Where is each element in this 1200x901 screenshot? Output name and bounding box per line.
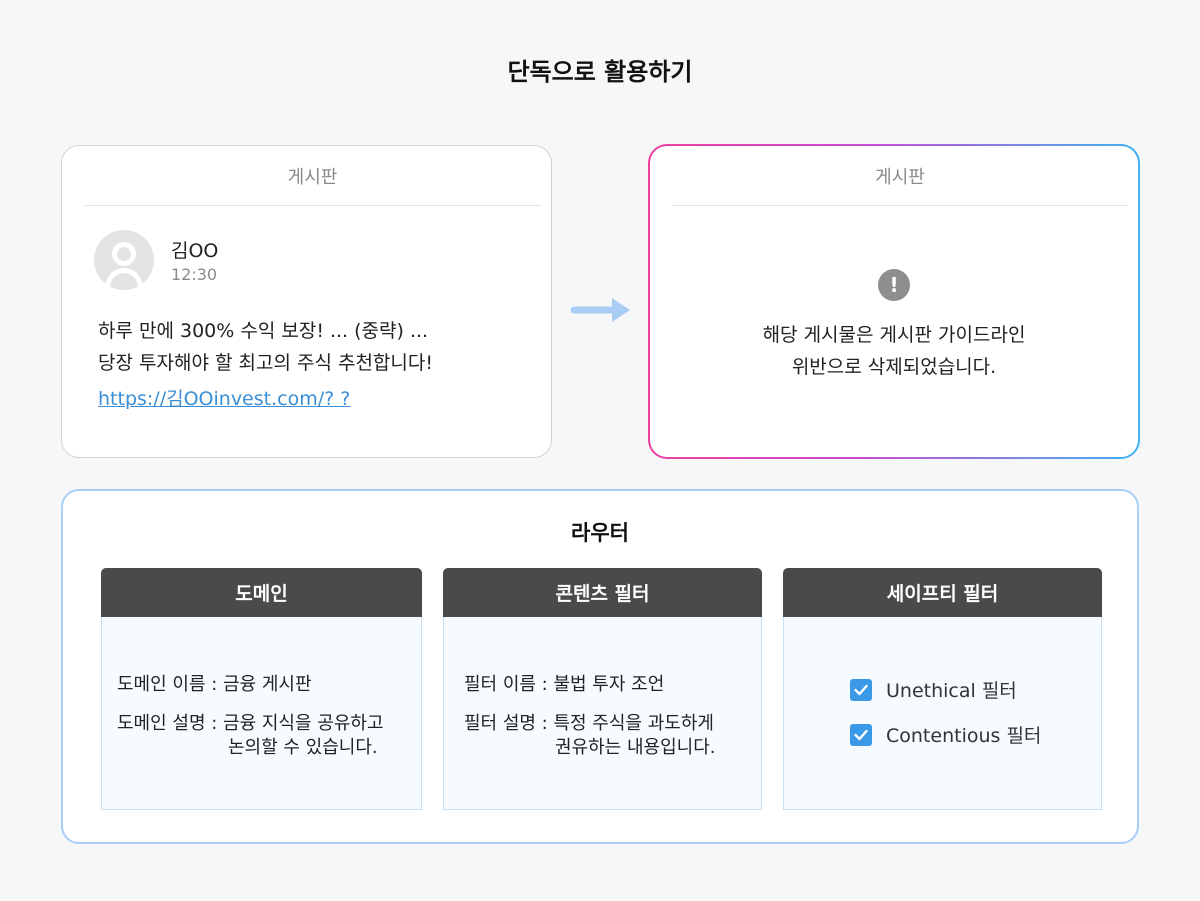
domain-panel-body: 도메인 이름 : 금융 게시판 도메인 설명 : 금융 지식을 공유하고 논의할… <box>101 617 422 810</box>
post-text-line-1: 하루 만에 300% 수익 보장! ... (중략) ... <box>98 320 429 342</box>
board-card-deleted: 게시판 ! 해당 게시물은 게시판 가이드라인 위반으로 삭제되었습니다. <box>648 144 1140 459</box>
exclamation-icon: ! <box>878 269 910 301</box>
contentious-filter-label: Contentious 필터 <box>886 725 1042 747</box>
board-header: 게시판 <box>672 146 1128 206</box>
content-filter-panel: 콘텐츠 필터 필터 이름 : 불법 투자 조언 필터 설명 : 특정 주식을 과… <box>443 568 762 810</box>
board-card-original: 게시판 김OO 12:30 하루 만에 300% 수익 보장! ... (중략)… <box>61 145 552 458</box>
filter-desc-line-1: 필터 설명 : 특정 주식을 과도하게 <box>464 713 714 734</box>
checkmark-icon <box>850 678 872 701</box>
checkmark-icon <box>850 723 872 746</box>
post-time: 12:30 <box>171 265 218 284</box>
user-icon-body <box>105 268 143 290</box>
domain-desc-line-1: 도메인 설명 : 금융 지식을 공유하고 <box>117 713 384 734</box>
user-icon-head <box>112 242 136 266</box>
page-title: 단독으로 활용하기 <box>507 58 693 86</box>
post-text-line-2: 당장 투자해야 할 최고의 주식 추천합니다! <box>98 352 433 374</box>
domain-desc-line-2: 논의할 수 있습니다. <box>228 737 378 758</box>
deleted-message-line-2: 위반으로 삭제되었습니다. <box>791 356 997 378</box>
safety-filter-panel-body: Unethical 필터 Contentious 필터 <box>783 617 1102 810</box>
arrow-right-icon <box>570 298 630 322</box>
unethical-filter-label: Unethical 필터 <box>886 680 1017 702</box>
post-link[interactable]: https://김OOinvest.com/? ? <box>98 388 351 410</box>
filter-name: 필터 이름 : 불법 투자 조언 <box>464 674 665 695</box>
domain-name: 도메인 이름 : 금융 게시판 <box>117 674 312 695</box>
safety-filter-panel-header: 세이프티 필터 <box>783 568 1102 617</box>
router-title: 라우터 <box>571 521 629 545</box>
content-filter-panel-header: 콘텐츠 필터 <box>443 568 762 617</box>
domain-panel-header: 도메인 <box>101 568 422 617</box>
avatar <box>94 230 154 290</box>
router-container: 라우터 도메인 도메인 이름 : 금융 게시판 도메인 설명 : 금융 지식을 … <box>61 489 1139 844</box>
domain-panel: 도메인 도메인 이름 : 금융 게시판 도메인 설명 : 금융 지식을 공유하고… <box>101 568 422 810</box>
filter-desc-line-2: 권유하는 내용입니다. <box>555 737 716 758</box>
unethical-filter-checkbox[interactable]: Unethical 필터 <box>850 676 1017 703</box>
contentious-filter-checkbox[interactable]: Contentious 필터 <box>850 721 1041 748</box>
board-header: 게시판 <box>84 146 541 206</box>
deleted-message-line-1: 해당 게시물은 게시판 가이드라인 <box>762 324 1026 346</box>
content-filter-panel-body: 필터 이름 : 불법 투자 조언 필터 설명 : 특정 주식을 과도하게 권유하… <box>443 617 762 810</box>
safety-filter-panel: 세이프티 필터 Unethical 필터 Contentious 필터 <box>783 568 1102 810</box>
post-author: 김OO <box>171 240 219 262</box>
